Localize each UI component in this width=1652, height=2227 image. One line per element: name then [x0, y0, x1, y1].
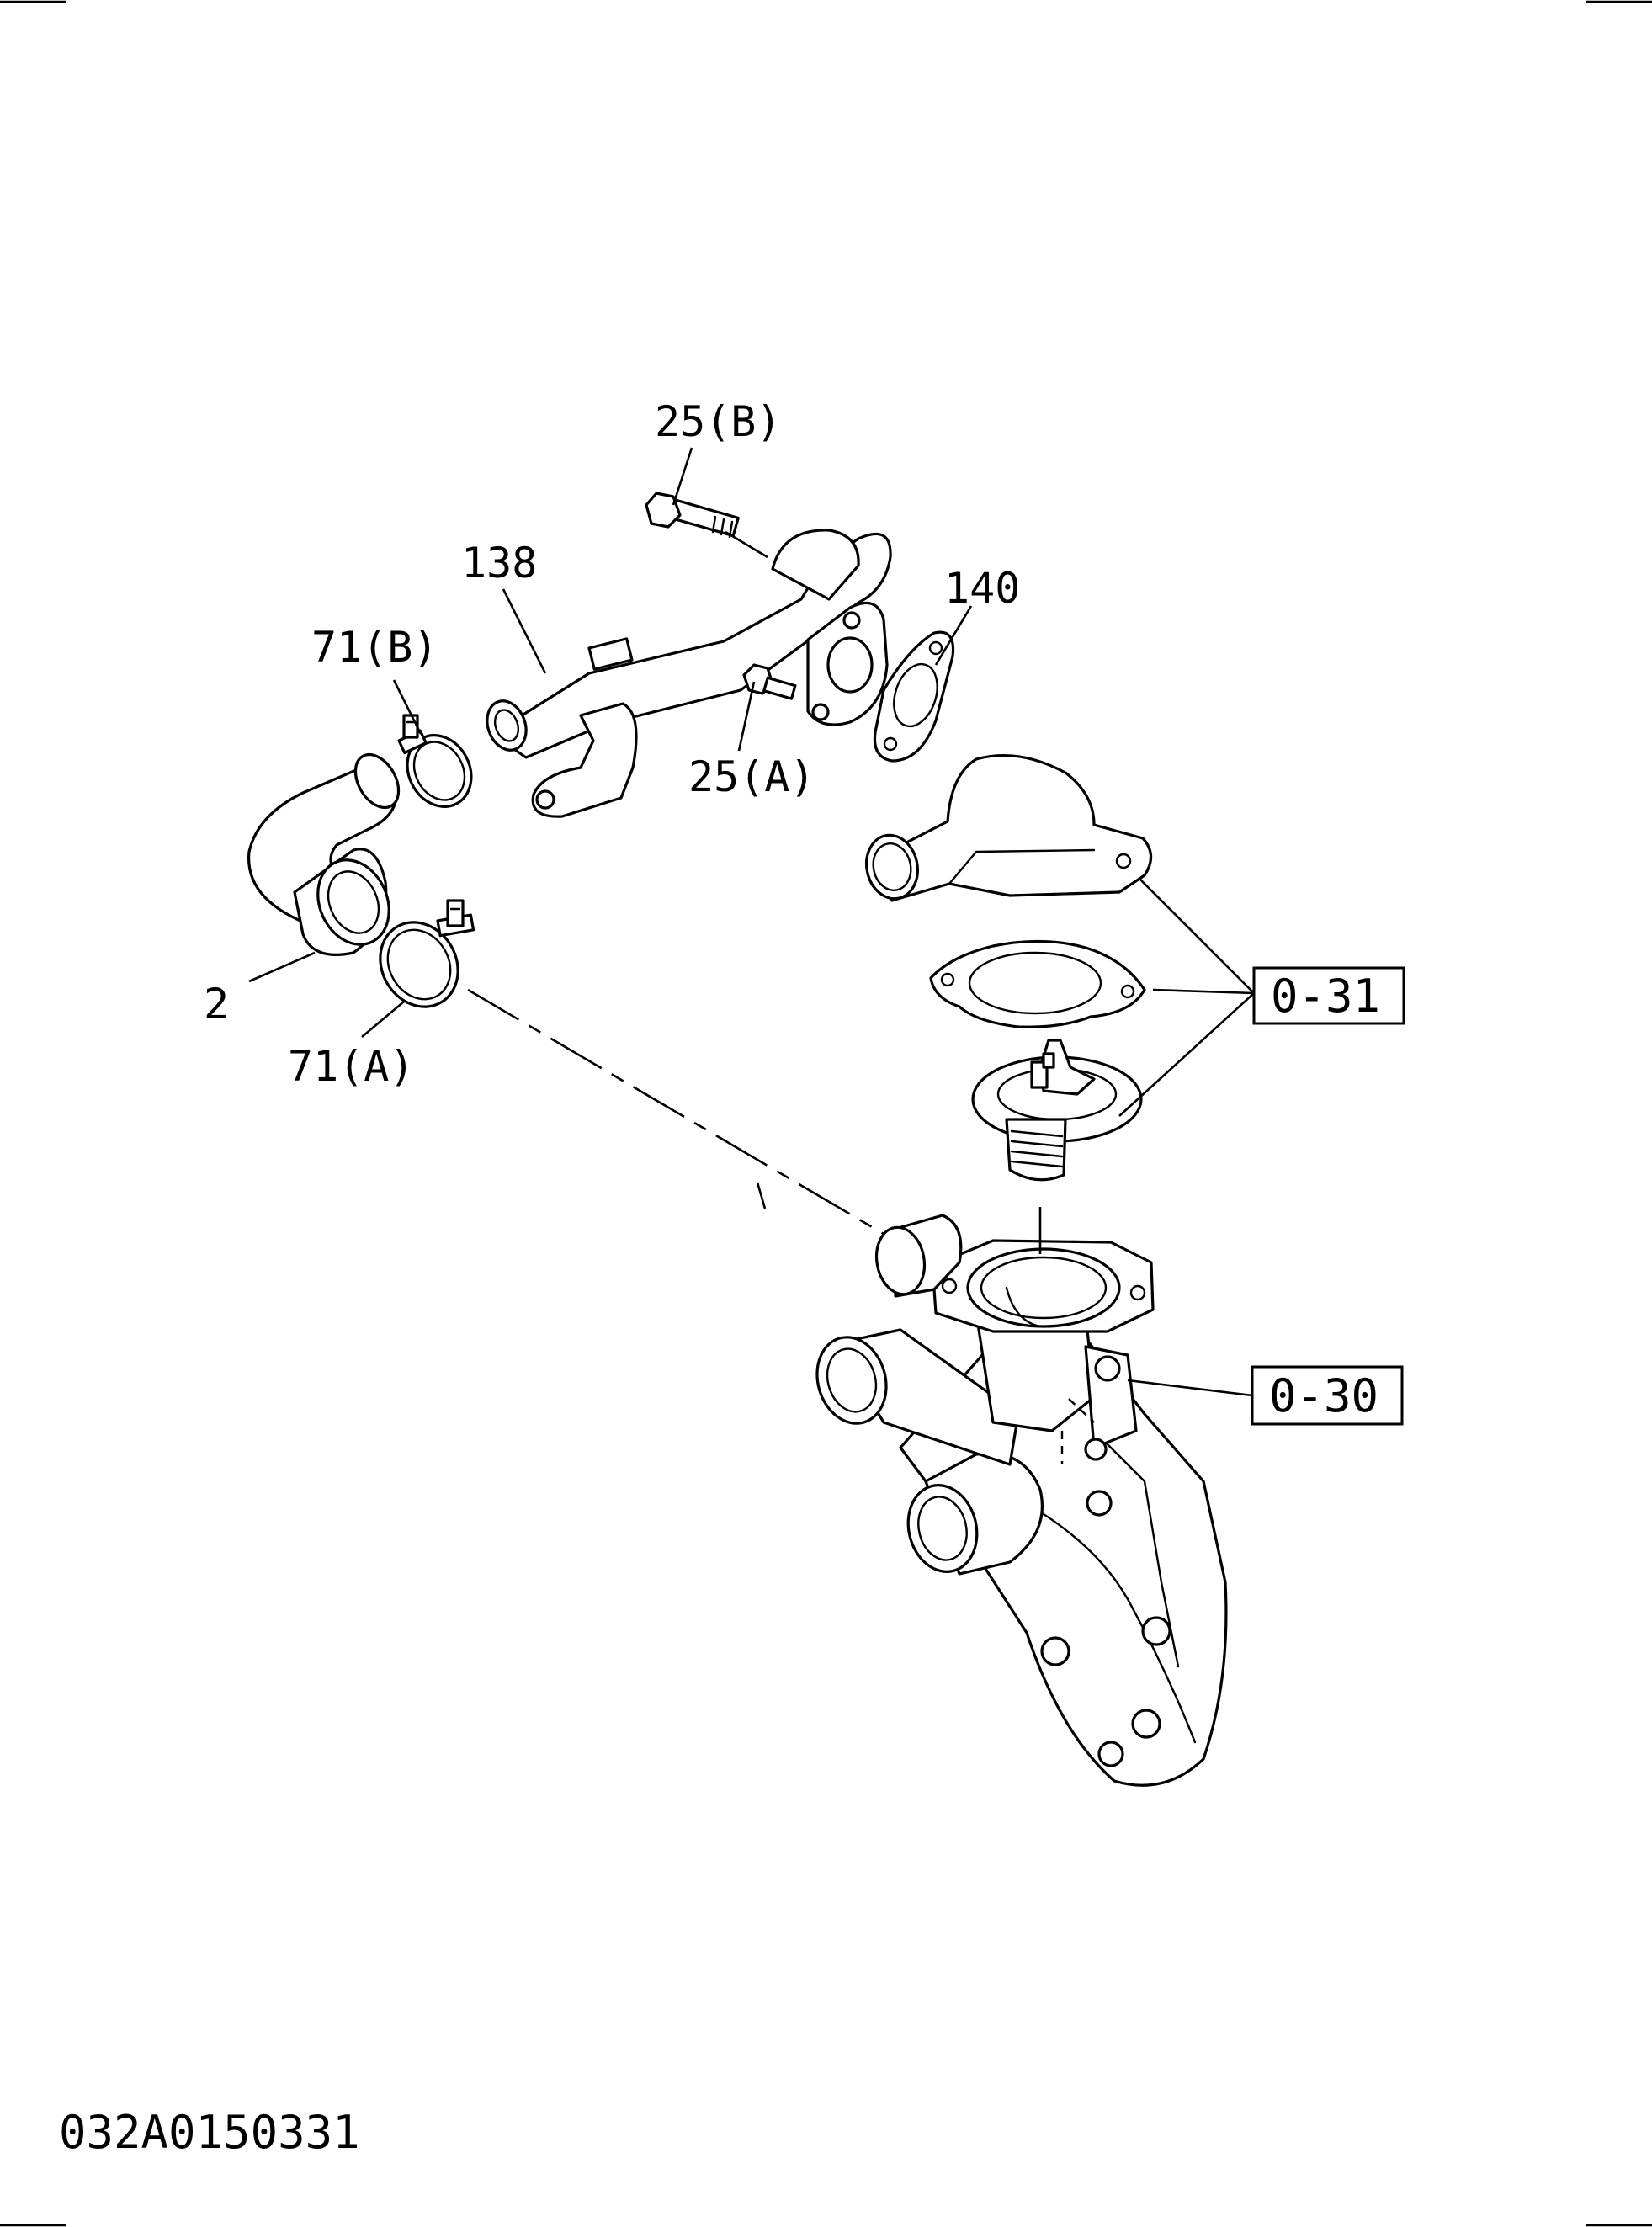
thermostat-cover-icon [865, 754, 1153, 902]
water-pipe-138-icon [486, 529, 892, 818]
water-pump-housing-icon [815, 1214, 1228, 1787]
ref-box-0-31[interactable]: 0-31 [1252, 966, 1405, 1025]
label-bolt-25a: 25(A) [688, 752, 815, 801]
label-clamp-71b: 71(B) [311, 623, 438, 672]
hose-2-icon [247, 752, 401, 956]
ref-box-0-30[interactable]: 0-30 [1251, 1365, 1404, 1426]
label-pipe-138: 138 [461, 539, 537, 587]
label-clamp-71a: 71(A) [288, 1042, 415, 1091]
hose-clamp-71a-icon [379, 899, 475, 1008]
leader-lines [248, 447, 1255, 1397]
ref-0-31-text: 0-31 [1271, 970, 1380, 1023]
assembly-centerline [467, 988, 884, 1236]
label-gasket-140: 140 [944, 564, 1020, 613]
gasket-140-icon [873, 630, 955, 763]
ref-0-30-text: 0-30 [1269, 1369, 1378, 1422]
thermostat-gasket-icon [929, 939, 1146, 1028]
hose-clamp-71b-icon [397, 714, 473, 808]
drawing-code: 032A0150331 [59, 2106, 360, 2159]
label-bolt-25b: 25(B) [655, 397, 782, 446]
thermostat-icon [971, 1039, 1143, 1182]
label-hose-2: 2 [204, 980, 229, 1028]
bolt-25a-icon [742, 663, 797, 700]
bolt-25b-icon [645, 492, 740, 539]
